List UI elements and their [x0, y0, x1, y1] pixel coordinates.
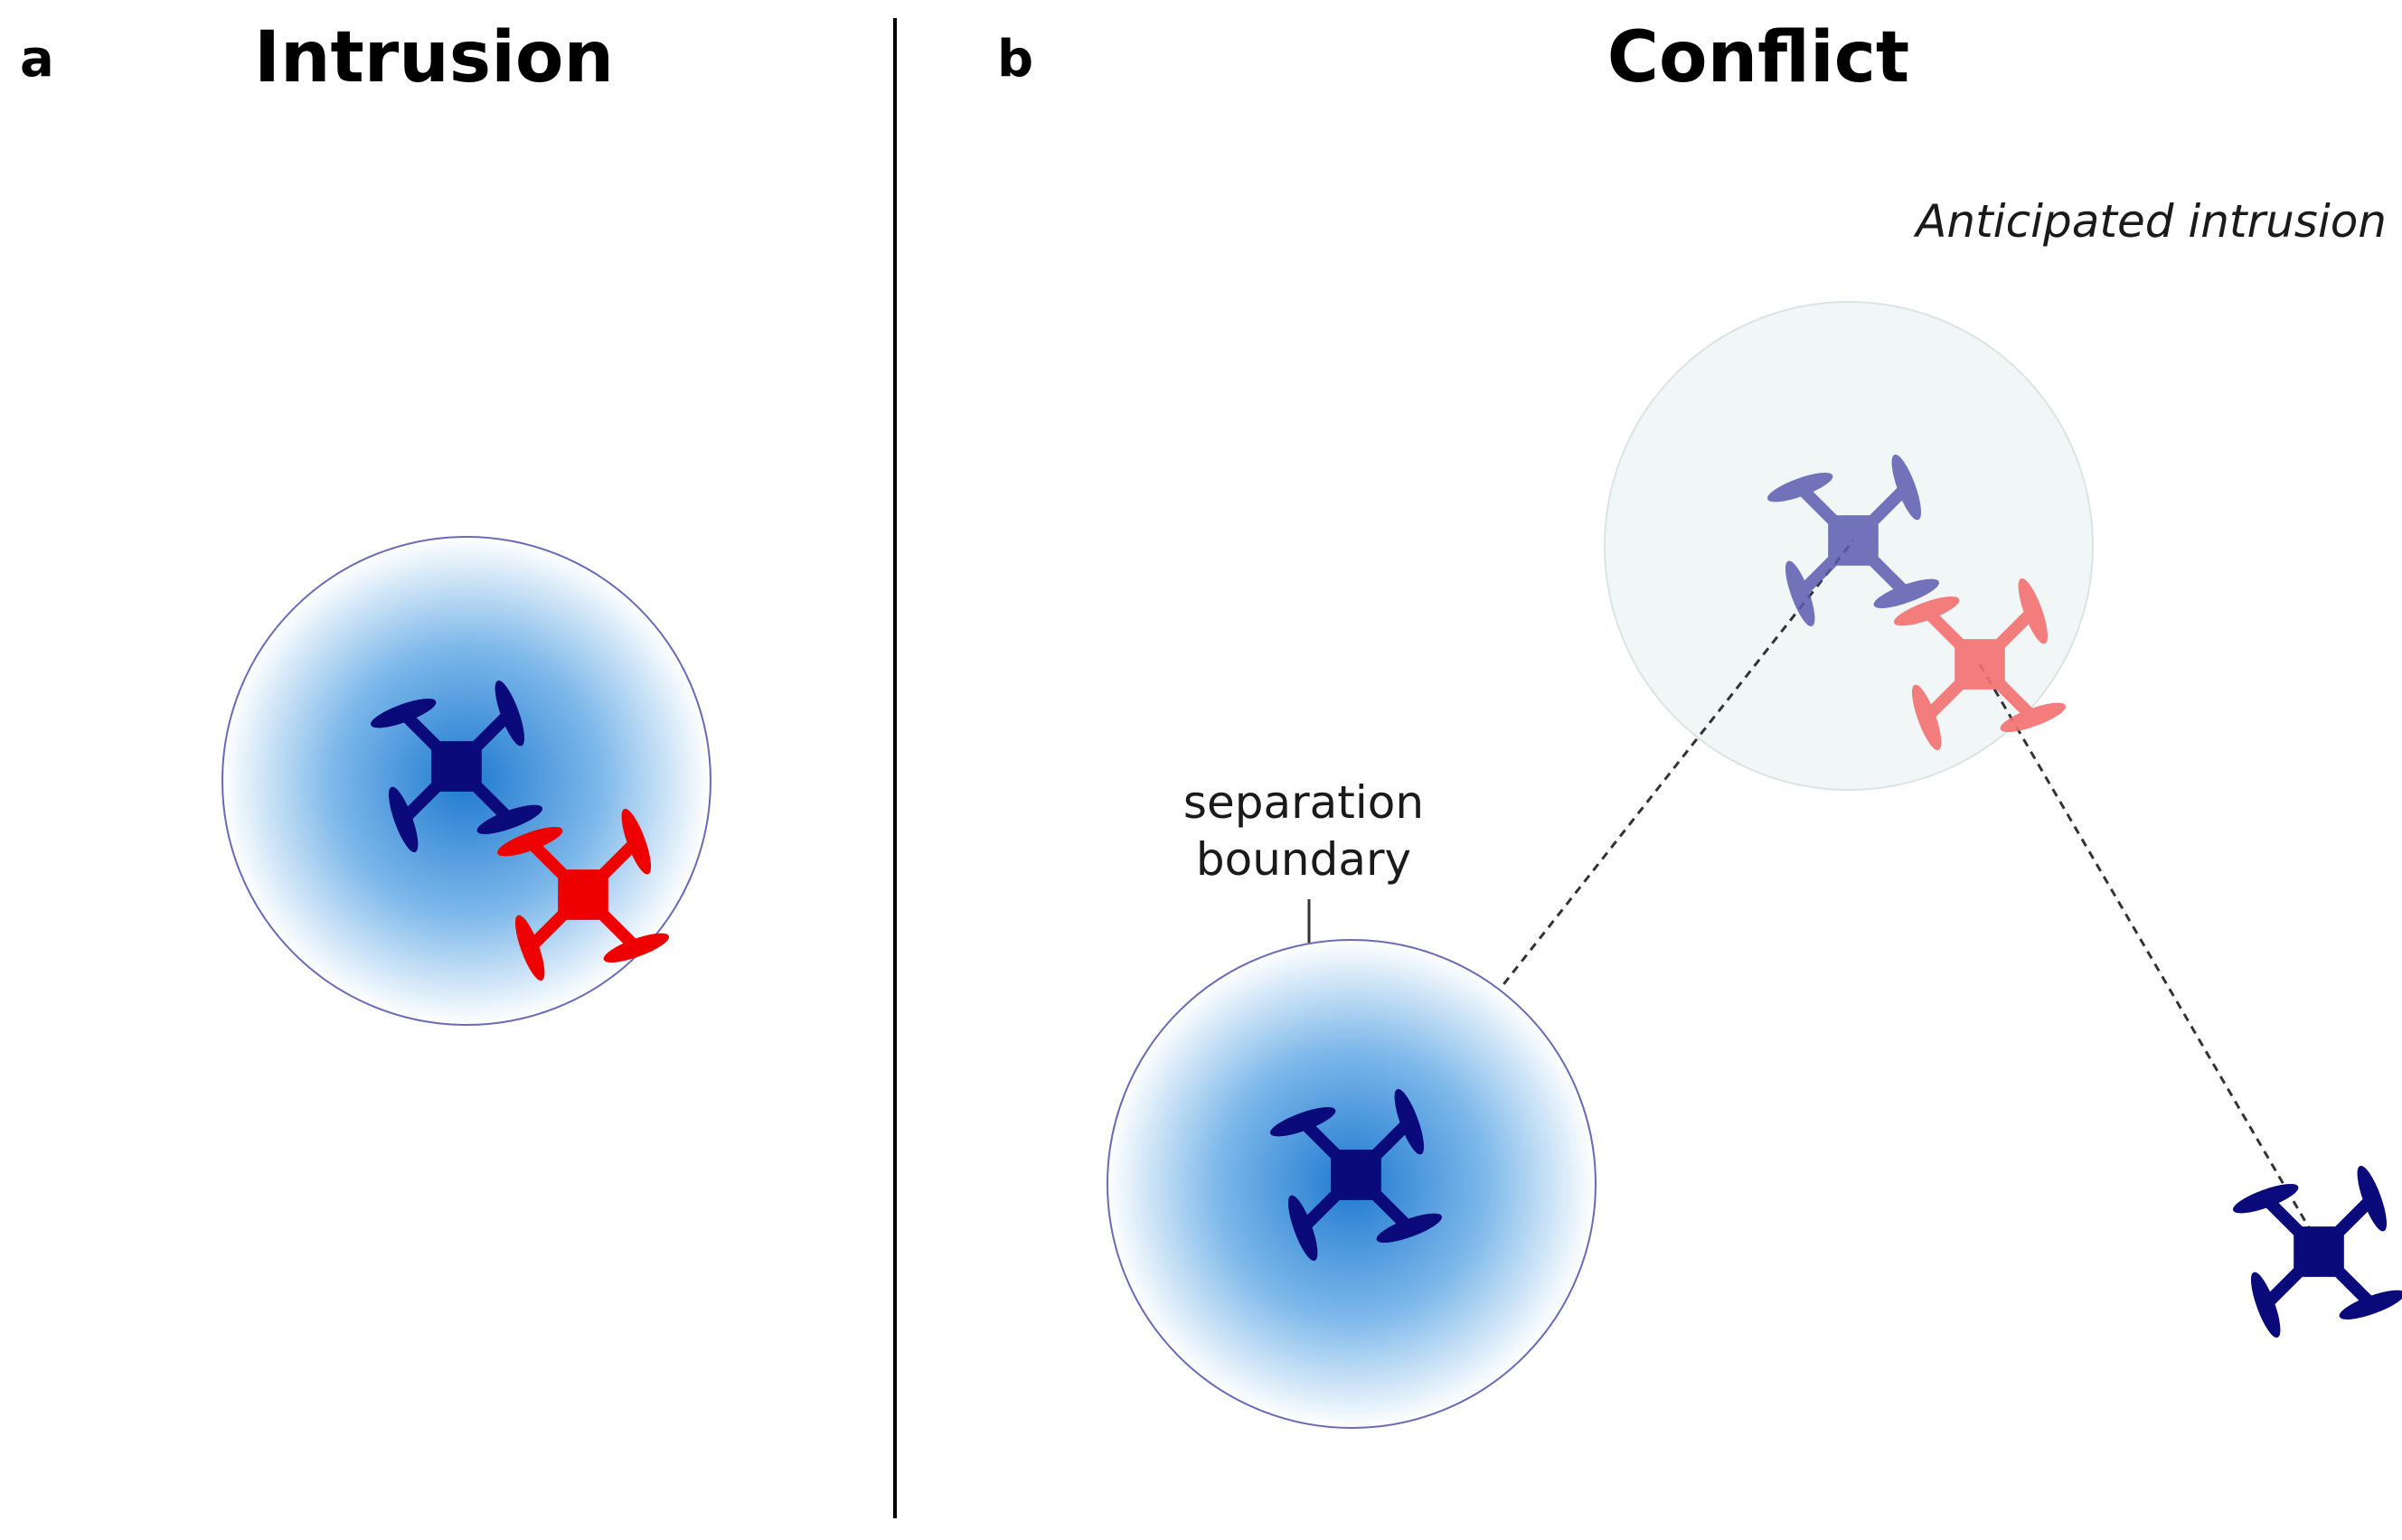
panel-b-title: Conflict	[1607, 17, 1909, 99]
separation-boundary-label-line2: boundary	[1196, 833, 1411, 886]
separation-boundary-label-line1: separation	[1183, 776, 1424, 829]
panel-b-letter: b	[997, 30, 1033, 89]
intruder-current-drone-icon	[2230, 1163, 2402, 1339]
panel-a-title: Intrusion	[254, 17, 614, 99]
anticipated-intrusion-label: Anticipated intrusion	[1913, 195, 2387, 248]
intruder-trajectory-line	[1978, 663, 2318, 1241]
panel-a-letter: a	[20, 30, 54, 89]
